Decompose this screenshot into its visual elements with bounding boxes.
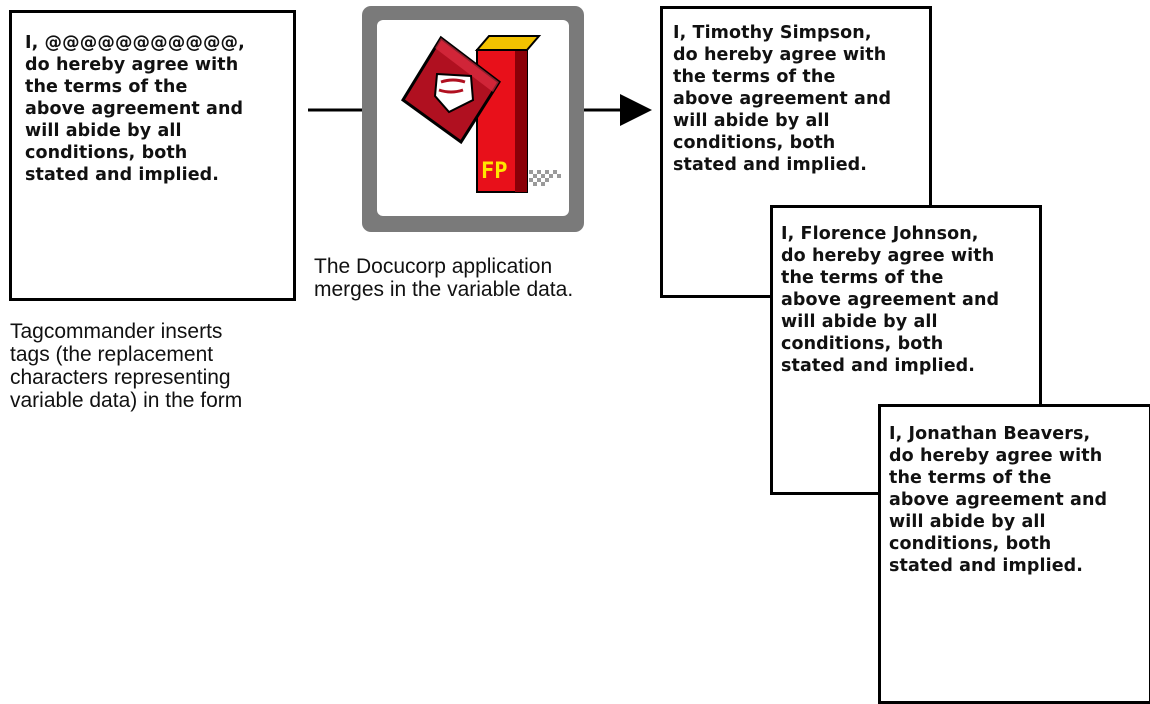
arrow-head-icon [620, 94, 652, 126]
merged-document-jonathan: I, Jonathan Beavers, do hereby agree wit… [878, 404, 1150, 704]
docucorp-application-icon: FP [400, 35, 561, 193]
merged-document-text: I, Jonathan Beavers, do hereby agree wit… [889, 424, 1108, 576]
docucorp-app-icon-frame: FP [362, 6, 584, 232]
merged-document-text: I, Timothy Simpson, do hereby agree with… [673, 23, 892, 175]
source-form-text: I, @@@@@@@@@@@, do hereby agree with the… [25, 33, 245, 185]
merged-document-text: I, Florence Johnson, do hereby agree wit… [781, 224, 1000, 376]
docucorp-caption: The Docucorp application merges in the v… [314, 255, 574, 301]
fp-badge-text: FP [481, 159, 508, 184]
source-form-document: I, @@@@@@@@@@@, do hereby agree with the… [9, 10, 296, 301]
tagcommander-caption: Tagcommander inserts tags (the replaceme… [10, 320, 243, 412]
docucorp-app-icon-panel: FP [377, 20, 569, 216]
